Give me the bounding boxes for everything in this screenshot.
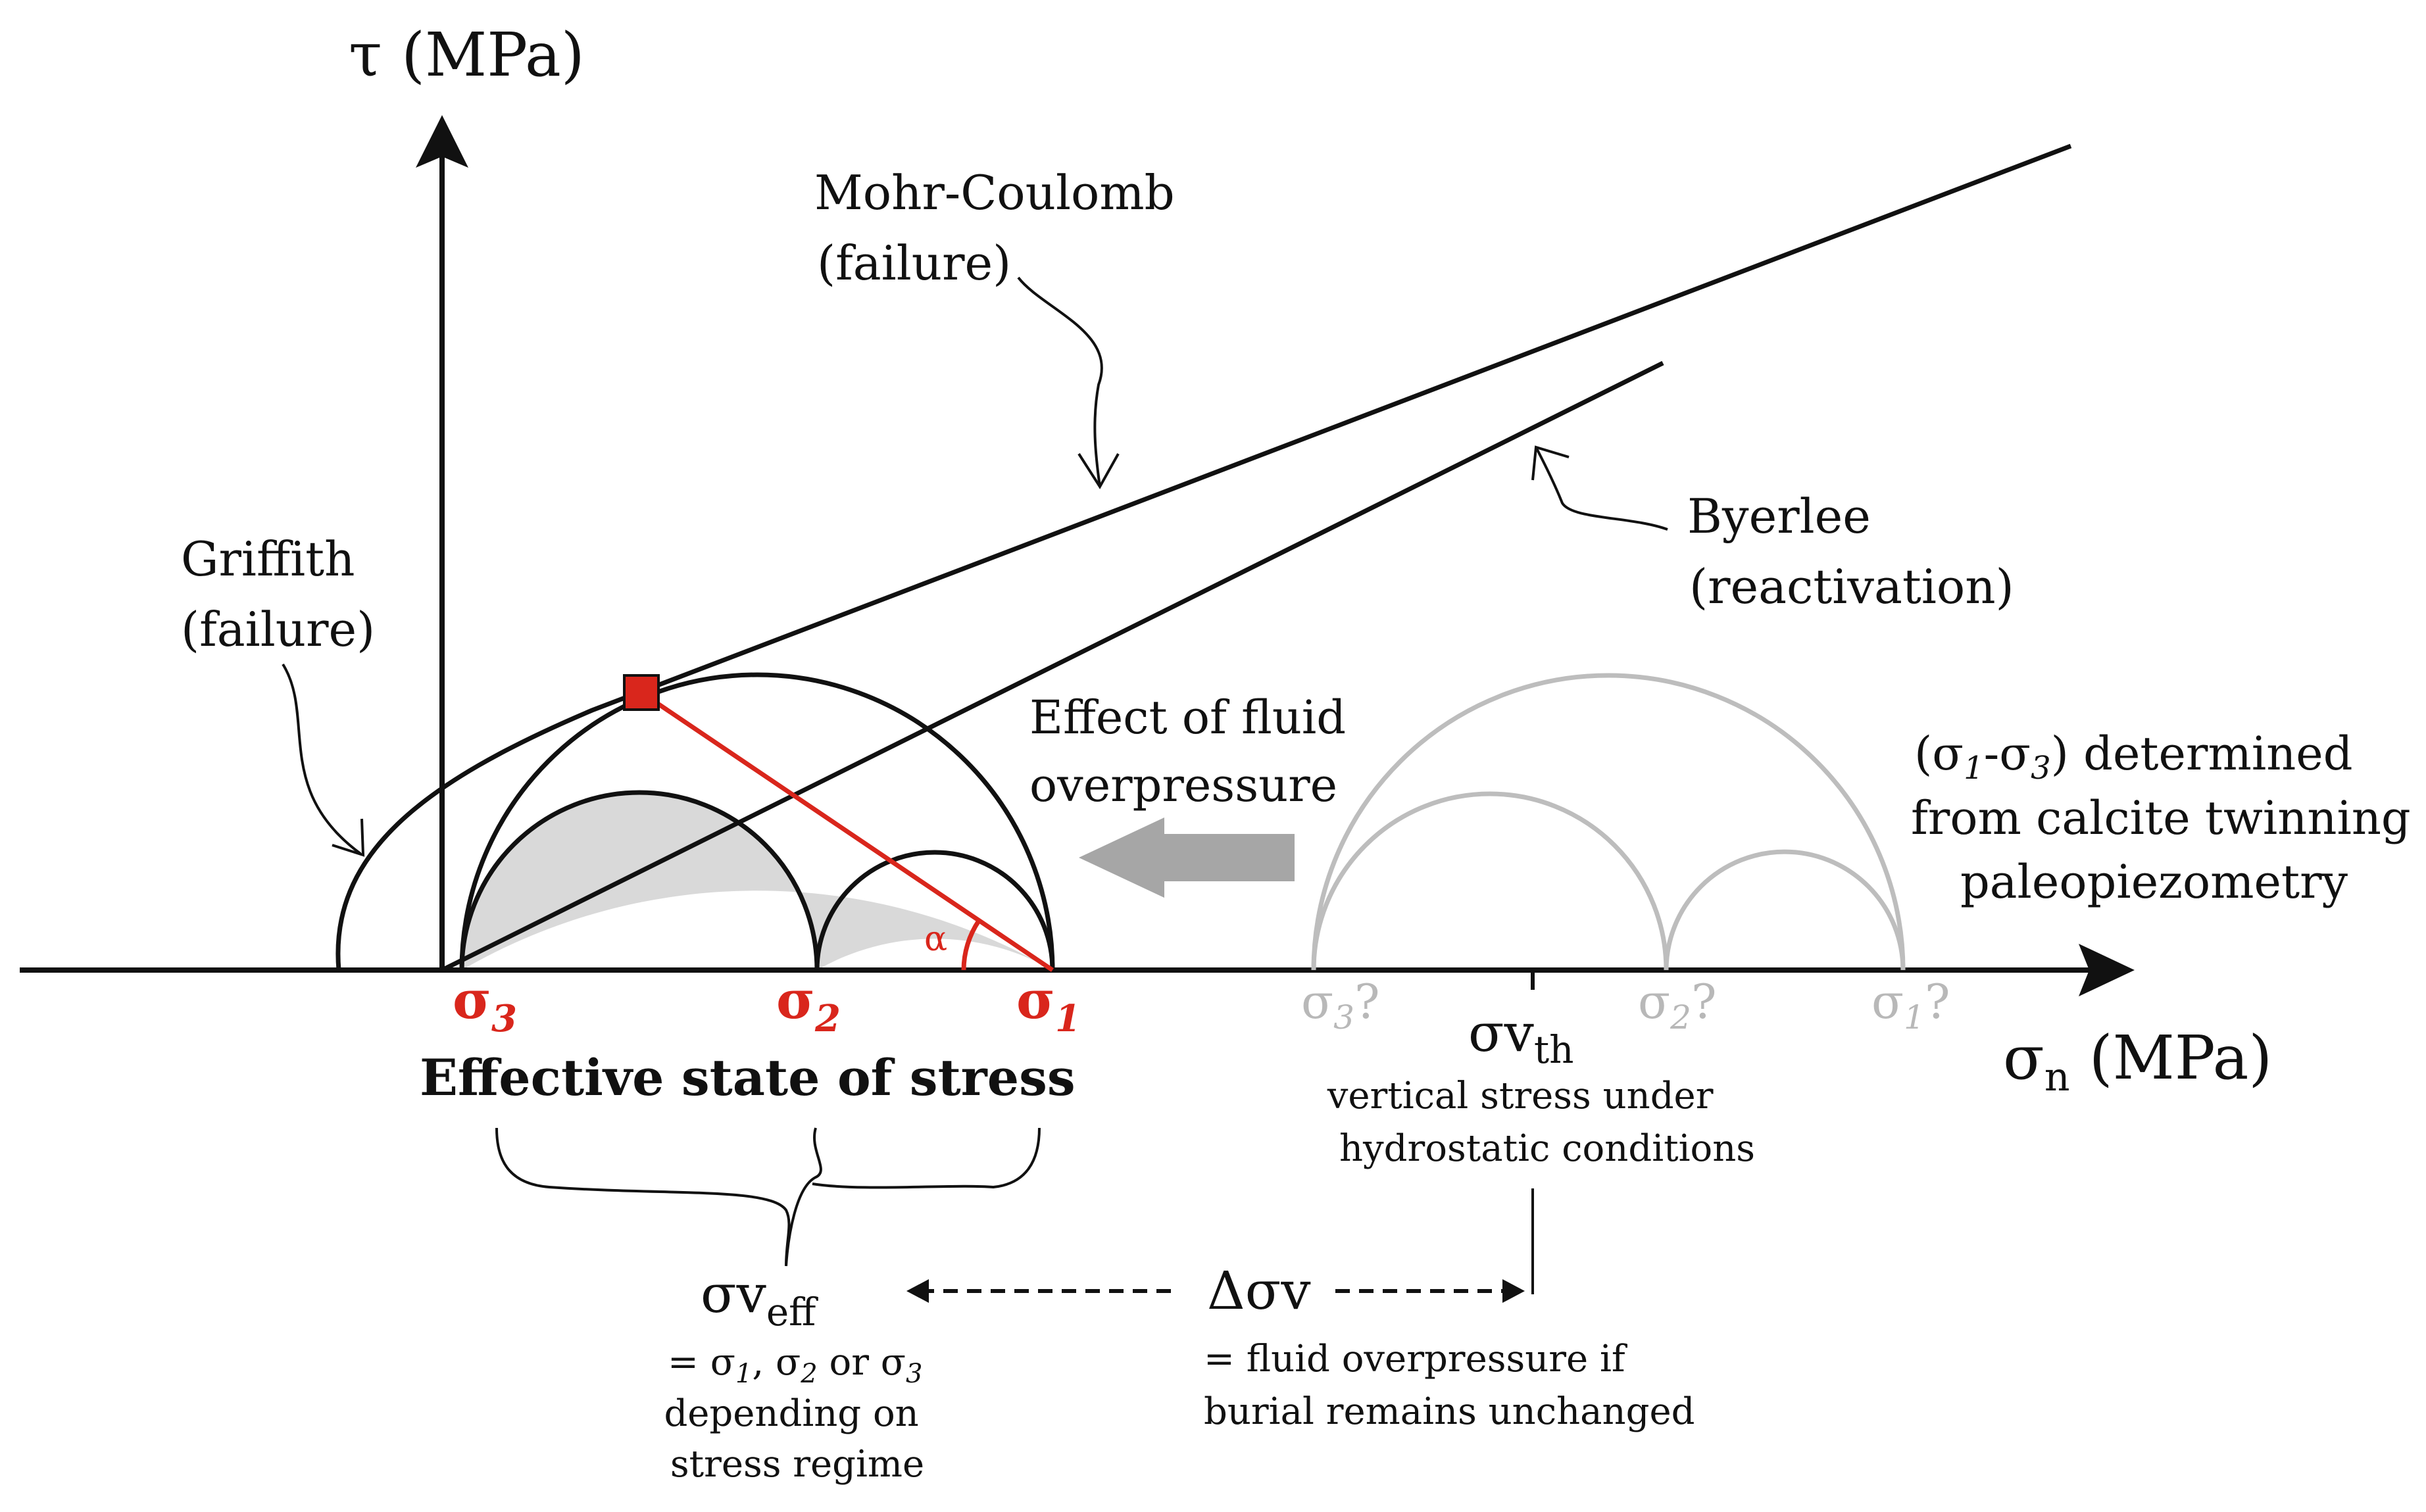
mohr-circle-s2-s1 [814, 850, 1055, 971]
sigma1-hydrostatic: σ1? [1871, 974, 1950, 1036]
mohr-circle-s3-s2 [459, 790, 820, 971]
sigma3-effective: σ3 [453, 969, 517, 1040]
hydro-circle-s2-s1 [1664, 849, 1906, 971]
sigma2-effective: σ2 [776, 969, 841, 1040]
fluid-effect-label: Effect of fluid overpressure [1029, 691, 1360, 812]
sigma1-effective: σ1 [1016, 969, 1081, 1040]
y-axis-arrowhead [416, 115, 468, 168]
mohr-coulomb-label: Mohr-Coulomb (failure) [814, 165, 1190, 291]
x-axis-label: σn (MPa) [2003, 1023, 2272, 1100]
sv-th-label: σvth [1468, 1002, 1573, 1072]
mohr-coulomb-griffith-envelope [335, 143, 2072, 971]
delta-sv-label: Δσv [1207, 1260, 1311, 1321]
effective-state-brace [495, 1127, 1041, 1267]
sv-th-description: vertical stress under hydrostatic condit… [1327, 1075, 1755, 1170]
delta-sv-head-right [1502, 1279, 1525, 1303]
shaded-region [462, 793, 1052, 970]
sv-eff-description: depending on stress regime [664, 1392, 930, 1486]
calcite-note-line3: paleopiezometry [1960, 855, 2348, 909]
hydro-circle-s3-s2 [1311, 791, 1669, 971]
calcite-note-line2: from calcite twinning [1911, 791, 2411, 845]
mohr-circle-s3-s1 [459, 672, 1055, 971]
byerlee-label: Byerlee (reactivation) [1687, 489, 2014, 614]
griffith-label: Griffith (failure) [181, 531, 375, 657]
hydro-circle-s3-s1 [1311, 673, 1906, 971]
mohr-coulomb-pointer-head [1077, 452, 1120, 489]
failure-plane-line [640, 691, 1054, 972]
sigma3-hydrostatic: σ3? [1301, 974, 1380, 1036]
alpha-arc [961, 919, 981, 971]
delta-sv-description: = fluid overpressure if burial remains u… [1204, 1338, 1695, 1433]
alpha-label: α [924, 919, 947, 959]
effective-state-title: Effective state of stress [420, 1048, 1076, 1107]
failure-point [623, 674, 660, 711]
griffith-pointer [282, 663, 362, 855]
griffith-pointer-head [332, 818, 365, 857]
overpressure-arrow [1079, 817, 1295, 898]
delta-sv-head-left [906, 1279, 929, 1303]
byerlee-pointer [1535, 447, 1668, 531]
x-axis-arrowhead [2079, 944, 2135, 996]
byerlee-line [441, 360, 1664, 973]
byerlee-pointer-head [1531, 445, 1570, 481]
sigma2-hydrostatic: σ2? [1638, 974, 1717, 1036]
y-axis-label: τ (MPa) [349, 20, 585, 90]
calcite-note-line1: (σ1-σ3) determined [1914, 727, 2353, 787]
sv-eff-equation: = σ1, σ2 or σ3 [668, 1341, 922, 1389]
sv-eff-label: σveff [701, 1263, 818, 1334]
mohr-coulomb-pointer [1017, 276, 1103, 487]
